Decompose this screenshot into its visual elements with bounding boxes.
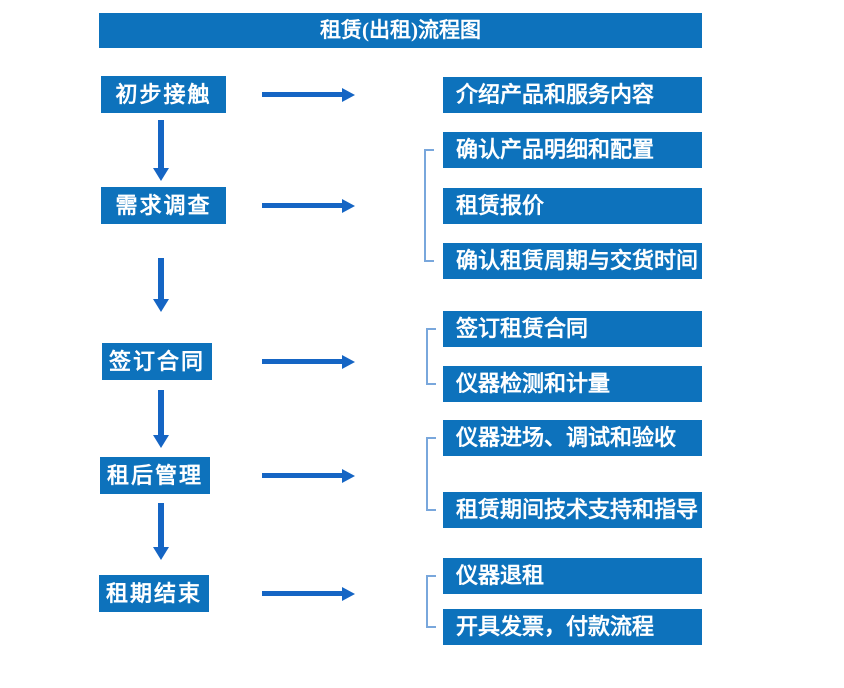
detail-box-sign-rental-contract: 签订租赁合同 bbox=[443, 311, 702, 347]
detail-box-introduce-products: 介绍产品和服务内容 bbox=[443, 77, 702, 113]
step-box-initial-contact: 初步接触 bbox=[101, 76, 226, 113]
arrow-right-icon-1 bbox=[262, 92, 342, 97]
arrow-right-icon-2 bbox=[262, 203, 342, 208]
bracket-group-demand-survey bbox=[424, 149, 434, 262]
detail-box-tech-support: 租赁期间技术支持和指导 bbox=[443, 492, 702, 528]
detail-box-instrument-testing: 仪器检测和计量 bbox=[443, 366, 702, 402]
detail-box-rental-quotation: 租赁报价 bbox=[443, 188, 702, 224]
flowchart-title: 租赁(出租)流程图 bbox=[99, 13, 702, 48]
step-box-rental-end: 租期结束 bbox=[99, 575, 209, 612]
step-box-sign-contract: 签订合同 bbox=[102, 343, 212, 380]
bracket-group-sign-contract bbox=[426, 328, 436, 385]
arrow-right-icon-4 bbox=[262, 473, 342, 478]
detail-box-invoice-payment: 开具发票，付款流程 bbox=[443, 609, 702, 645]
detail-box-instrument-setup: 仪器进场、调试和验收 bbox=[443, 420, 702, 456]
detail-box-instrument-return: 仪器退租 bbox=[443, 558, 702, 594]
step-box-post-rental-mgmt: 租后管理 bbox=[100, 457, 210, 494]
bracket-group-post-rental-mgmt bbox=[426, 437, 436, 511]
arrow-down-icon-2 bbox=[158, 258, 164, 299]
arrow-down-icon-1 bbox=[158, 120, 164, 168]
bracket-group-rental-end bbox=[426, 575, 436, 628]
arrow-right-icon-3 bbox=[262, 359, 342, 364]
arrow-down-icon-4 bbox=[158, 503, 164, 547]
detail-box-confirm-period: 确认租赁周期与交货时间 bbox=[443, 243, 702, 279]
arrow-right-icon-5 bbox=[262, 591, 342, 596]
step-box-demand-survey: 需求调查 bbox=[101, 187, 226, 224]
detail-box-confirm-product-specs: 确认产品明细和配置 bbox=[443, 132, 702, 168]
arrow-down-icon-3 bbox=[158, 390, 164, 435]
